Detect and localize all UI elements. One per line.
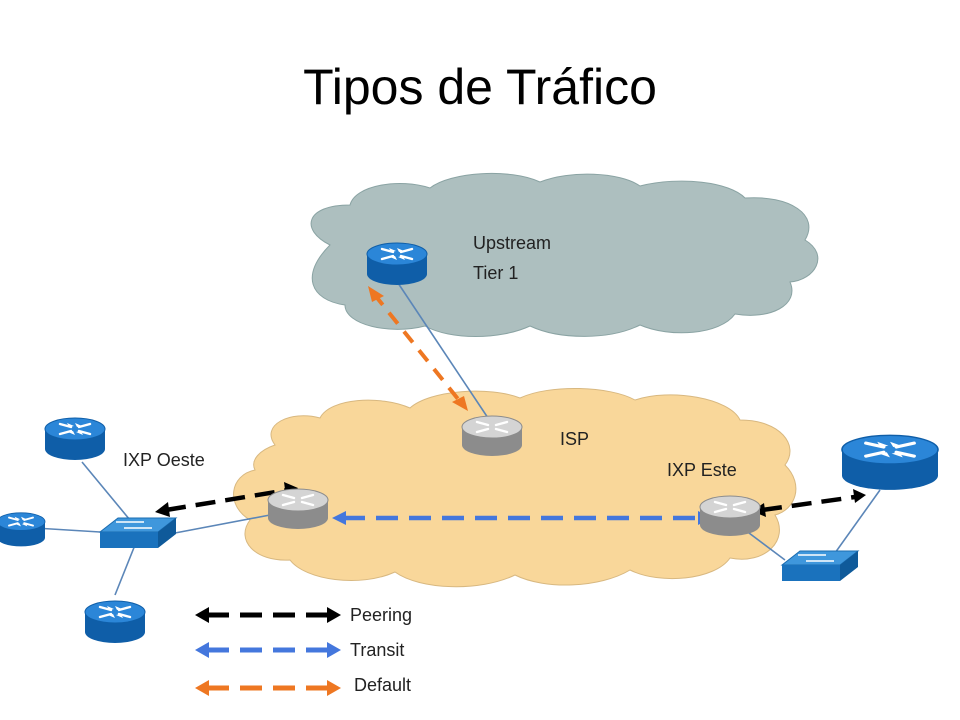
router-icon-ixp-este (698, 494, 762, 538)
router-icon-isp (460, 414, 524, 458)
legend: Peering Transit Default (195, 605, 412, 696)
default-traffic-arrow (368, 286, 468, 411)
router-icon-west-small (0, 511, 46, 548)
router-icon-west-top (43, 416, 107, 462)
upstream-label-line2: Tier 1 (473, 263, 518, 283)
isp-cloud (233, 388, 797, 588)
isp-label: ISP (560, 429, 589, 449)
link-switch-ixp-oeste (174, 514, 271, 534)
page-title: Tipos de Tráfico (303, 59, 657, 115)
ixp-este-label: IXP Este (667, 460, 737, 480)
link-west-small-router-switch (34, 527, 101, 533)
link-switch-west-bottom-router (114, 544, 136, 596)
link-west-router-switch (81, 461, 131, 521)
legend-label-transit: Transit (350, 640, 404, 660)
link-ixp-este-switch (744, 529, 786, 561)
switch-icon-west (99, 517, 177, 549)
switch-icon-east (781, 550, 859, 582)
link-upstream-isp (397, 282, 489, 419)
router-icon-east (840, 433, 940, 492)
link-east-switch-router (829, 489, 881, 561)
legend-label-default: Default (354, 675, 411, 695)
router-icon-ixp-oeste (266, 487, 330, 531)
router-icon-west-bottom (83, 599, 147, 645)
legend-item-default: Default (195, 675, 411, 696)
ixp-oeste-label: IXP Oeste (123, 450, 205, 470)
upstream-cloud (310, 173, 819, 337)
network-links (34, 282, 881, 596)
legend-item-transit: Transit (195, 640, 404, 660)
router-icon-upstream (365, 241, 429, 287)
legend-label-peering: Peering (350, 605, 412, 625)
legend-item-peering: Peering (195, 605, 412, 625)
upstream-label-line1: Upstream (473, 233, 551, 253)
